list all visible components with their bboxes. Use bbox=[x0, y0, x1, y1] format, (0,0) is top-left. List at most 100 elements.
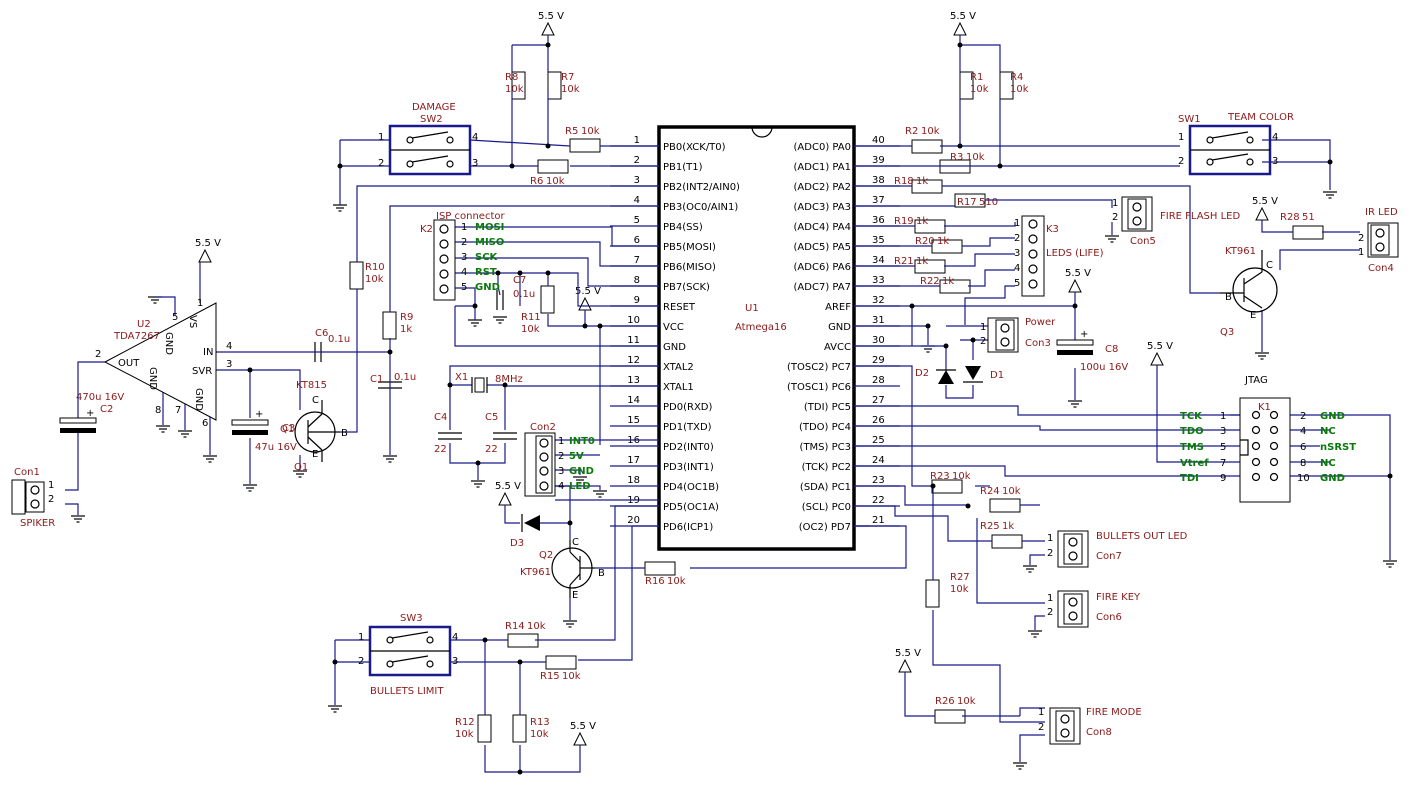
jtag-ref: K1 bbox=[1258, 402, 1271, 413]
resistor-value: 1k bbox=[1002, 521, 1014, 532]
mcu-pin-name: GND bbox=[663, 342, 686, 353]
svg-text:3: 3 bbox=[1272, 156, 1278, 167]
svg-text:5: 5 bbox=[172, 312, 178, 323]
resistor-value: 10k bbox=[970, 84, 989, 95]
mcu-pin-num: 20 bbox=[627, 515, 640, 526]
transistor-q1: KT815 Q1 Q1 C B E bbox=[280, 380, 348, 473]
svg-text:Power: Power bbox=[1025, 317, 1056, 328]
jtag-connector-k1[interactable]: JTAG K1 TCK TDO TMS Vtref TDI 1 3 5 7 9 … bbox=[1180, 375, 1356, 503]
diode-d1: D1 bbox=[963, 366, 1004, 383]
q1-ref: Q1 bbox=[280, 424, 294, 435]
svg-text:2: 2 bbox=[461, 237, 467, 248]
resistor-value: 10k bbox=[455, 729, 474, 740]
resistor-value: 1k bbox=[400, 324, 412, 335]
leds-connector-k3[interactable]: K3 LEDS (LIFE) 1 2 3 4 5 bbox=[1014, 215, 1104, 297]
mcu-pin-num: 11 bbox=[627, 335, 640, 346]
isp-connector-k2[interactable]: ISP connector K2 1 2 3 4 5 MOSI MISO SCK… bbox=[420, 211, 505, 301]
connector-con2[interactable]: Con2 1 2 3 4 INT0 5V GND LED bbox=[524, 422, 595, 497]
connector-con6[interactable]: 1 2 FIRE KEY Con6 bbox=[1047, 590, 1141, 628]
svg-text:MOSI: MOSI bbox=[475, 222, 504, 233]
ground-symbol bbox=[178, 430, 192, 438]
svg-text:GND: GND bbox=[193, 388, 204, 411]
svg-text:2: 2 bbox=[1358, 233, 1364, 244]
connector-con7[interactable]: 1 2 BULLETS OUT LED Con7 bbox=[1047, 530, 1188, 568]
connector-con5[interactable]: 1 2 FIRE FLASH LED Con5 bbox=[1112, 196, 1240, 247]
connector-con1[interactable]: 1 2 Con1 SPIKER bbox=[11, 467, 55, 529]
svg-text:9: 9 bbox=[1220, 473, 1226, 484]
ground-symbol bbox=[328, 705, 342, 713]
resistor-ref: R15 bbox=[540, 671, 560, 682]
resistor-ref: R20 bbox=[915, 236, 935, 247]
connector-con8[interactable]: 1 2 FIRE MODE Con8 bbox=[1038, 707, 1142, 745]
svg-text:GND: GND bbox=[475, 282, 500, 293]
capacitor-ref: C2 bbox=[100, 404, 113, 415]
mcu-pin-num: 14 bbox=[627, 395, 640, 406]
mcu-pin-name: PD0(RXD) bbox=[663, 402, 712, 413]
mcu-pin-name: PB6(MISO) bbox=[663, 262, 716, 273]
svg-text:BULLETS OUT LED: BULLETS OUT LED bbox=[1096, 531, 1188, 542]
connector-con3[interactable]: 1 2 Power Con3 bbox=[980, 317, 1056, 353]
svg-text:2: 2 bbox=[1047, 607, 1053, 618]
mcu-pin-num: 38 bbox=[872, 175, 885, 186]
svg-text:2: 2 bbox=[48, 494, 54, 505]
resistor-ref: R6 bbox=[530, 176, 543, 187]
svg-text:FIRE MODE: FIRE MODE bbox=[1086, 707, 1142, 718]
mcu-pin-num: 6 bbox=[634, 235, 640, 246]
svg-text:FIRE FLASH LED: FIRE FLASH LED bbox=[1160, 211, 1240, 222]
u2-part: TDA7267 bbox=[113, 331, 160, 342]
svg-text:MISO: MISO bbox=[475, 237, 504, 248]
svg-text:D3: D3 bbox=[510, 538, 524, 549]
mcu-pin-num: 12 bbox=[627, 355, 640, 366]
ground-symbol bbox=[1255, 352, 1269, 360]
diode-d2: D2 bbox=[915, 368, 956, 384]
svg-text:5: 5 bbox=[461, 282, 467, 293]
mcu-pin-name: XTAL1 bbox=[663, 382, 694, 393]
svg-text:SPIKER: SPIKER bbox=[20, 518, 55, 529]
resistor-value: 10k bbox=[952, 471, 971, 482]
svg-text:6: 6 bbox=[1300, 442, 1306, 453]
svg-text:OUT: OUT bbox=[118, 358, 140, 369]
resistor-ref: R12 bbox=[455, 717, 475, 728]
mcu-pin-num: 40 bbox=[872, 135, 885, 146]
svg-text:8: 8 bbox=[1300, 458, 1306, 469]
ground-symbol bbox=[243, 484, 257, 492]
connector-con4[interactable]: 2 1 IR LED Con4 bbox=[1358, 207, 1399, 274]
svg-text:3: 3 bbox=[226, 359, 232, 370]
mcu-pin-num: 27 bbox=[872, 395, 885, 406]
svg-text:Con1: Con1 bbox=[14, 467, 40, 478]
switch-sw2[interactable]: 1 2 4 3 DAMAGE SW2 bbox=[378, 102, 478, 176]
vcc-5v5-symbol: 5.5 V bbox=[1147, 341, 1173, 366]
sw2-title: DAMAGE bbox=[412, 102, 456, 113]
svg-text:GND: GND bbox=[1320, 411, 1345, 422]
mcu-pin-num: 35 bbox=[872, 235, 885, 246]
svg-text:+: + bbox=[255, 409, 263, 420]
switch-sw3[interactable]: 1 2 4 3 SW3 BULLETS LIMIT bbox=[358, 613, 458, 697]
mcu-pin-num: 28 bbox=[872, 375, 885, 386]
mcu-pin-num: 25 bbox=[872, 435, 885, 446]
k3-ref: K3 bbox=[1046, 224, 1059, 235]
svg-text:B: B bbox=[598, 568, 605, 579]
svg-text:Con8: Con8 bbox=[1086, 727, 1112, 738]
isp-title: ISP connector bbox=[436, 211, 505, 222]
vcc-label: 5.5 V bbox=[895, 648, 921, 659]
switch-sw1[interactable]: 1 2 4 3 SW1 TEAM COLOR bbox=[1178, 112, 1294, 176]
resistor-value: 10k bbox=[505, 84, 524, 95]
ground-symbol bbox=[493, 316, 507, 324]
svg-text:7: 7 bbox=[1220, 458, 1226, 469]
